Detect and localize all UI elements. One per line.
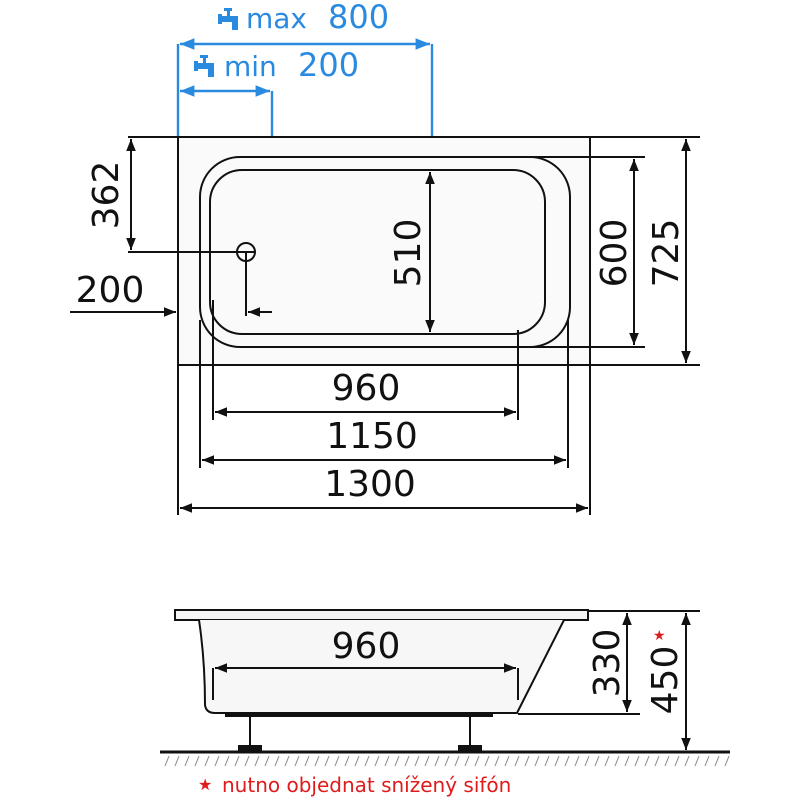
floor-hatch [244, 755, 250, 767]
floor-hatch [724, 755, 730, 767]
floor-hatch [204, 755, 210, 767]
floor-hatch [514, 755, 520, 767]
floor-hatch [354, 755, 360, 767]
dim-drain-from-side: 200 [76, 270, 145, 311]
footnote: ★ nutno objednat snížený sifón [198, 773, 511, 797]
dim-inner-width: 510 [388, 219, 429, 288]
floor-hatch [254, 755, 260, 767]
floor-hatch [284, 755, 290, 767]
floor-hatch [644, 755, 650, 767]
faucet-min-value: 200 [298, 46, 359, 84]
floor-hatch [414, 755, 420, 767]
floor-hatch [654, 755, 660, 767]
footnote-star-icon: ★ [198, 775, 212, 794]
floor-hatch [684, 755, 690, 767]
floor-hatch [294, 755, 300, 767]
side-asterisk-icon: ★ [653, 628, 666, 644]
floor-hatch [534, 755, 540, 767]
floor-hatch [474, 755, 480, 767]
dim-bottom-length: 960 [332, 368, 401, 409]
faucet-min-label: min [224, 50, 277, 83]
floor-hatch [334, 755, 340, 767]
floor-hatch [304, 755, 310, 767]
floor-hatch [604, 755, 610, 767]
floor-hatch [344, 755, 350, 767]
footnote-text: nutno objednat snížený sifón [222, 773, 511, 797]
floor-hatch [374, 755, 380, 767]
floor-hatch [444, 755, 450, 767]
floor-hatch [394, 755, 400, 767]
faucet-icon [194, 55, 214, 77]
side-view: 960 330 450 ★ [160, 609, 730, 767]
dim-basin-length: 1150 [326, 416, 418, 457]
floor-hatch [384, 755, 390, 767]
floor-hatch [234, 755, 240, 767]
floor-hatch [694, 755, 700, 767]
floor-hatch [324, 755, 330, 767]
faucet-max-value: 800 [328, 0, 389, 36]
floor-hatch [494, 755, 500, 767]
faucet-max-label: max [246, 2, 307, 35]
side-dim-bottom-length: 960 [332, 626, 401, 667]
floor-hatch [544, 755, 550, 767]
floor-hatch [424, 755, 430, 767]
floor-hatch [634, 755, 640, 767]
floor-hatch [264, 755, 270, 767]
dim-drain-from-top: 362 [86, 161, 127, 230]
floor-hatch [164, 755, 170, 767]
floor-hatch [704, 755, 710, 767]
floor-hatch [614, 755, 620, 767]
side-dim-total-height: 450 [645, 646, 686, 715]
floor-hatch [594, 755, 600, 767]
side-dim-depth: 330 [587, 629, 628, 698]
floor-hatch [314, 755, 320, 767]
floor-hatch [524, 755, 530, 767]
floor-hatch [454, 755, 460, 767]
floor-hatch [274, 755, 280, 767]
floor-hatch [364, 755, 370, 767]
floor-hatch [564, 755, 570, 767]
floor-hatch [574, 755, 580, 767]
dim-basin-width: 600 [594, 219, 635, 288]
floor-hatch [554, 755, 560, 767]
dim-total-length: 1300 [324, 464, 416, 505]
dim-total-width: 725 [646, 219, 687, 288]
floor-hatch [484, 755, 490, 767]
floor-hatch [434, 755, 440, 767]
faucet-icon [218, 8, 238, 30]
floor-hatch [214, 755, 220, 767]
floor-hatch [464, 755, 470, 767]
floor-hatch [664, 755, 670, 767]
floor-hatch [584, 755, 590, 767]
floor-hatch [674, 755, 680, 767]
faucet-dimensions: max 800 min 200 [176, 0, 434, 137]
floor-hatch [224, 755, 230, 767]
floor-hatch [404, 755, 410, 767]
floor-hatch [174, 755, 180, 767]
floor-hatch [714, 755, 720, 767]
top-view: 362 200 510 600 725 960 1150 1300 [70, 136, 700, 515]
floor-hatch [184, 755, 190, 767]
floor-hatch [504, 755, 510, 767]
floor-hatch [194, 755, 200, 767]
floor-hatch [624, 755, 630, 767]
